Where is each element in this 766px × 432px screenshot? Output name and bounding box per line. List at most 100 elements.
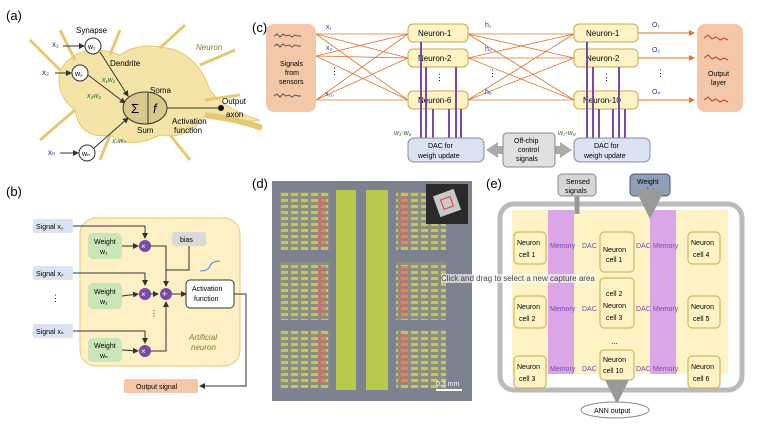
svg-text:⋮: ⋮ (488, 68, 497, 78)
svg-text:×: × (141, 242, 146, 251)
panel-d: (d) 0.3 mm (252, 176, 472, 401)
artificial-label-2: neuron (191, 343, 216, 352)
e-neuron-6-label: Neuron (691, 364, 714, 371)
output-layer-label-1: Output (708, 71, 729, 78)
synapse-label: Synapse (76, 26, 108, 35)
weight-label-2: Weight (94, 289, 116, 296)
panel-b: (b) Signal x₁ Signal x₂ ⋮ Signal xₙ Weig… (6, 184, 247, 393)
panel-d-label: (d) (252, 176, 268, 191)
signals-label-1: Signals (280, 61, 303, 68)
dac-right-1: DAC for (594, 143, 620, 150)
offchip-2: control (518, 147, 539, 154)
signal-x2: Signal x₂ (36, 271, 64, 278)
e-dac-1: DAC (582, 243, 597, 250)
offchip-1: Off-chip (514, 138, 538, 145)
weight-label-1: Weight (94, 239, 116, 246)
ann-output-label: ANN output (594, 408, 630, 415)
panel-e: (e) Sensed signals Weight update Neuron … (486, 173, 745, 419)
weight-update-1: Weight (637, 179, 659, 186)
output-signal: Output signal (136, 384, 178, 391)
weight-wn-box (88, 338, 122, 362)
a-x1: x₁ (52, 40, 59, 49)
artificial-label-1: Artificial (188, 333, 217, 342)
b-activation-1: Activation (192, 286, 222, 293)
c-neuron-1-label: Neuron-1 (418, 29, 452, 38)
output-layer-box (697, 24, 743, 112)
signals-label-3: sensors (279, 79, 304, 86)
e-memory-3: Memory (550, 366, 576, 373)
output-layer-label-2: layer (711, 80, 727, 87)
panel-a-label: (a) (6, 8, 22, 23)
sensed-1: Sensed (566, 179, 590, 186)
c-w1-w6: w₁-w₆ (394, 130, 412, 137)
layer1-connections (315, 33, 575, 101)
scale-label: 0.3 mm (436, 381, 460, 388)
e-dac-2: DAC (582, 306, 597, 313)
e-memory-2: Memory (550, 306, 576, 313)
multiply-node-2 (139, 288, 151, 300)
e-cell-4: cell 4 (693, 252, 709, 259)
activation-label: Activation (172, 117, 207, 126)
e-cell-3: cell 3 (519, 376, 535, 383)
axon-shape (204, 112, 264, 131)
e-left-column: Neuron cell 1 Neuron cell 2 Neuron cell … (513, 231, 547, 389)
dac-box-left (407, 137, 485, 163)
weight-update-2: update (637, 188, 659, 195)
b-dots: ⋮ (51, 293, 60, 303)
e-center-cell-2: cell 2 (606, 291, 622, 298)
ann-output-ellipse (580, 401, 650, 419)
e-center-cell-3: cell 3 (606, 315, 622, 322)
e-memory-1: Memory (550, 243, 576, 250)
capture-tooltip: Click and drag to select a new capture a… (441, 274, 595, 283)
b-wn: wₙ (99, 353, 108, 360)
axon-label: axon (226, 110, 243, 119)
signal-x2-box (33, 266, 73, 280)
sensor-signals-box (266, 24, 316, 112)
e-memory-5: Memory (653, 306, 679, 313)
c-out-neuron-10-label: Neuron-10 (583, 96, 621, 105)
c-o1: O₁ (652, 22, 660, 29)
c-x2: x₂ (326, 45, 333, 52)
dendrite-branches (28, 23, 241, 161)
sum-label: Sum (137, 126, 154, 135)
c-neuron-2-hidden (407, 48, 469, 68)
weight-w1-box (88, 233, 122, 259)
output-node (218, 105, 224, 111)
signal-xn: Signal xₙ (36, 329, 64, 336)
signal-x1: Signal x₁ (36, 224, 64, 231)
panel-b-label: (b) (6, 184, 22, 199)
e-center-neuron-1: Neuron (603, 247, 626, 254)
dac-right-2: weigh update (583, 153, 626, 160)
e-center-cell-10: cell 10 (603, 368, 623, 375)
e-cell-6: cell 6 (693, 376, 709, 383)
e-memory-4: Memory (653, 243, 679, 250)
svg-text:⋮: ⋮ (602, 72, 611, 82)
function-label: function (174, 126, 202, 135)
a-w1: w₁ (87, 44, 96, 51)
panel-c-label: (c) (252, 20, 267, 35)
multiply-node-n (139, 345, 151, 357)
c-o2: O₂ (652, 47, 660, 54)
svg-text:+: + (162, 289, 167, 299)
e-cell-5: cell 5 (693, 316, 709, 323)
c-on: Oₙ (652, 89, 660, 96)
e-neuron-2-label: Neuron (517, 304, 540, 311)
panel-c: (c) Signals from sensors x₁ x₂ ⋮ x₁₀ Neu… (252, 20, 743, 168)
svg-text:×: × (141, 347, 146, 356)
e-memory-dac: Memory Memory Memory DAC DAC DAC DAC DAC… (550, 243, 679, 373)
c-neuron-1-hidden (407, 23, 469, 43)
a-xn: xₙ (48, 148, 55, 157)
multiply-node-1 (139, 240, 151, 252)
svg-text:⋮: ⋮ (656, 68, 665, 78)
a-xnwn: xₙwₙ (111, 138, 126, 145)
signal-x1-box (33, 219, 73, 233)
svg-text:⋮: ⋮ (435, 72, 444, 82)
svg-text:×: × (141, 290, 146, 299)
b-w2: w₂ (99, 299, 108, 306)
sigmoid-icon (199, 260, 221, 272)
output-label: Output (222, 97, 247, 106)
c-w7-w8: w₇-w₈ (558, 130, 576, 137)
e-center-neuron-3: Neuron (603, 303, 626, 310)
c-out-neuron-2-label: Neuron-2 (586, 54, 620, 63)
